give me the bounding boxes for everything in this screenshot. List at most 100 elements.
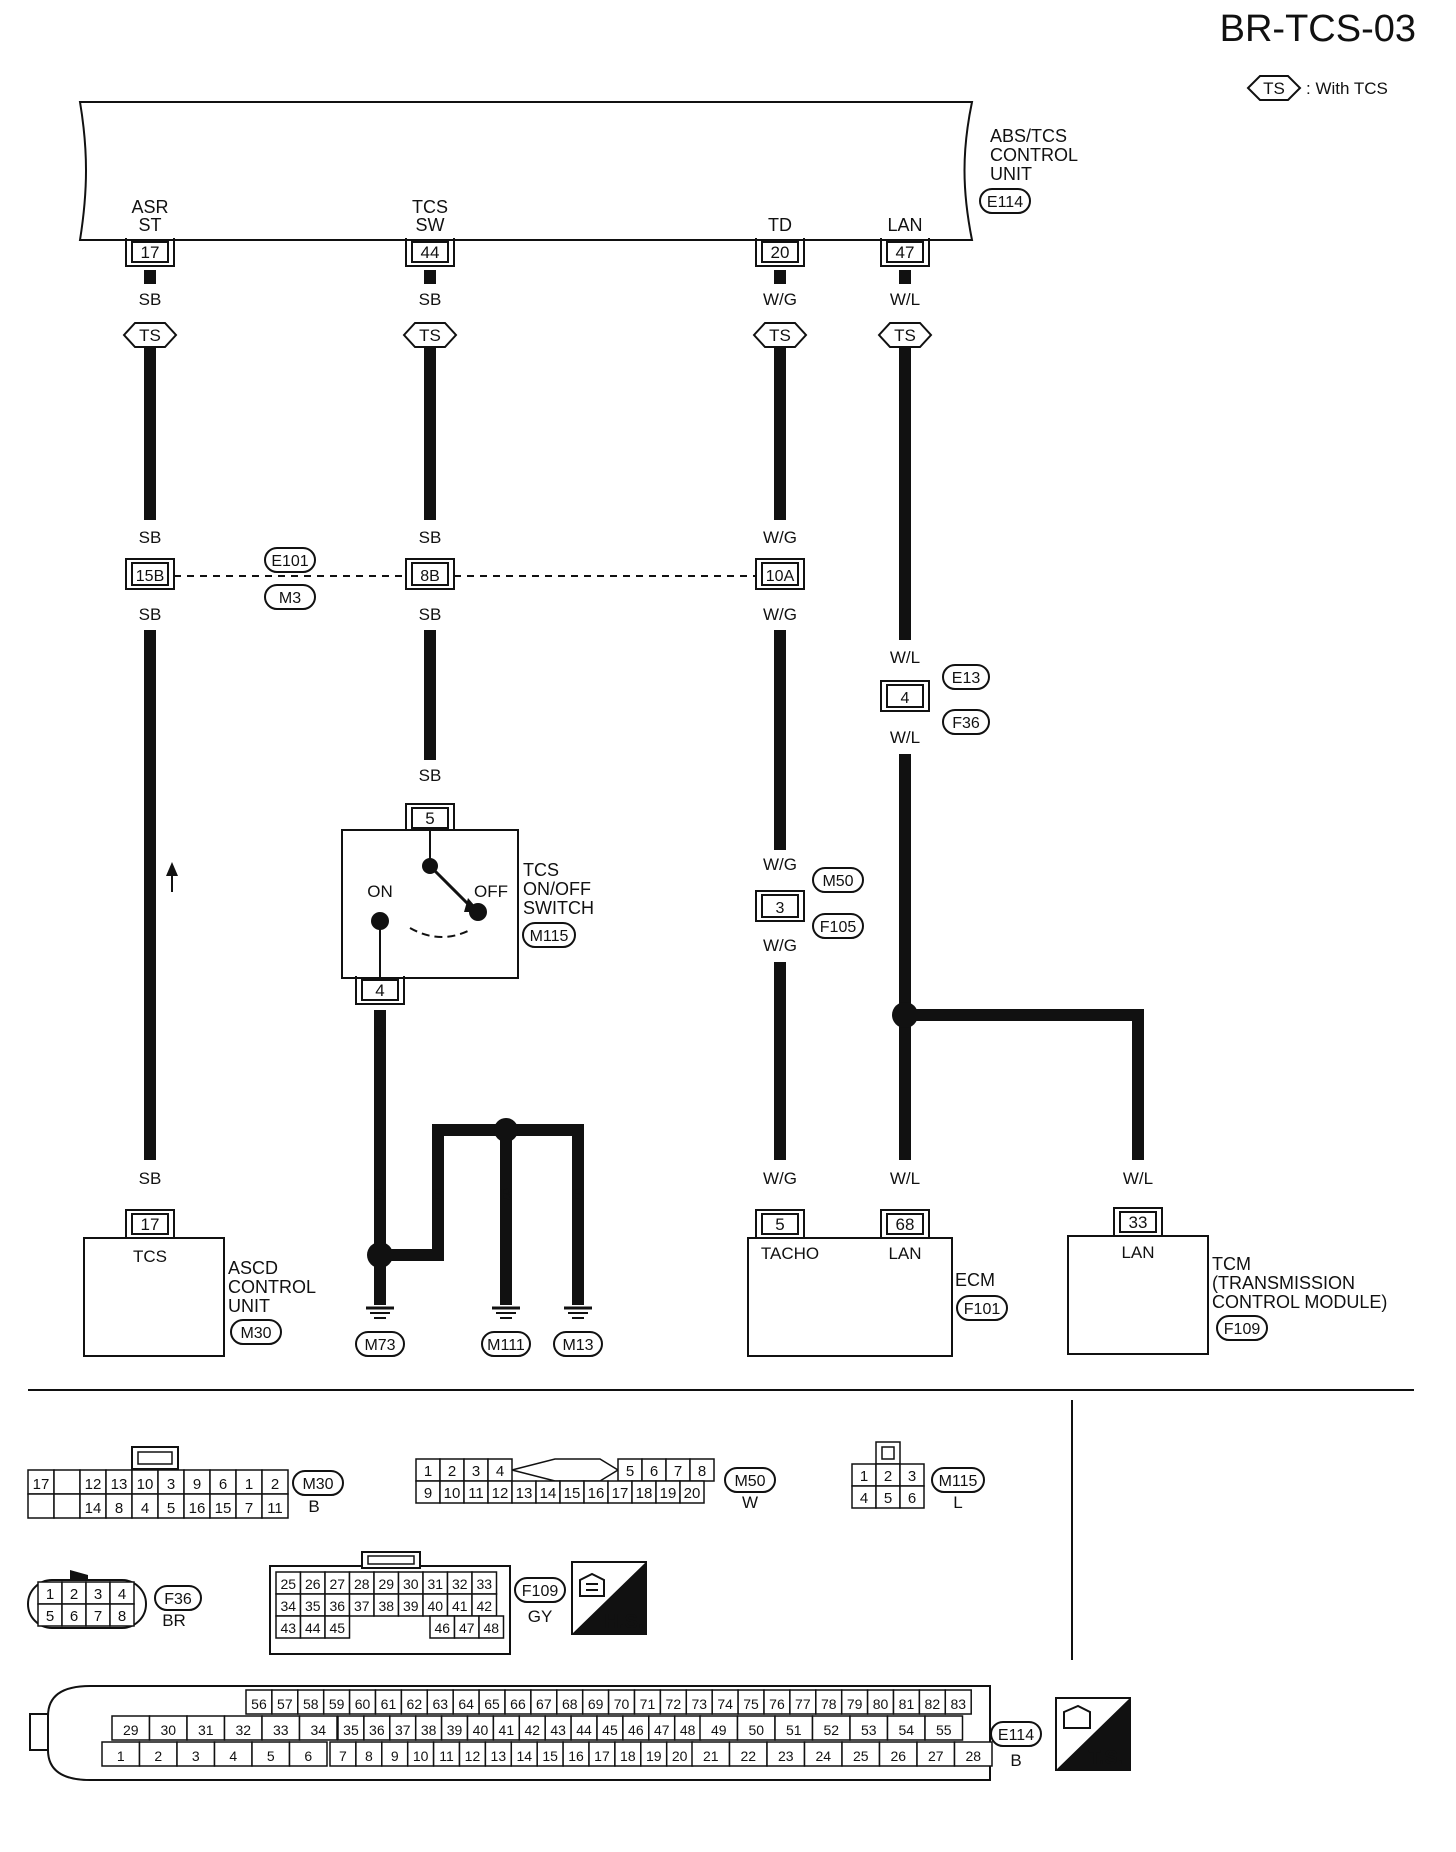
ground-connector-outline (481, 1331, 531, 1357)
legend-ts-icon (1246, 75, 1302, 101)
e114-cell (849, 1715, 889, 1741)
e114-pin: 3 (192, 1748, 200, 1764)
hs-connector-icon (579, 1572, 605, 1597)
e114-cell (298, 1715, 338, 1741)
f109-pin: 46 (434, 1620, 450, 1636)
e114-pin: 18 (620, 1748, 636, 1764)
e114-cell (570, 1715, 598, 1741)
terminal-pin-bracket (880, 238, 930, 267)
ascd-pin-box (131, 1213, 169, 1235)
e114-pin: 9 (391, 1748, 399, 1764)
e114-cell (322, 1689, 351, 1715)
ascd-pin-bracket (125, 1209, 175, 1240)
m30-latch-inner (137, 1451, 173, 1465)
e114-cell (728, 1741, 768, 1767)
m30-cell (209, 1493, 237, 1519)
e114-cell (866, 1689, 895, 1715)
f109-pin: 45 (329, 1620, 345, 1636)
ts-connector-icon (1063, 1704, 1091, 1729)
m50-connector-id: M50 (734, 1473, 765, 1490)
wire-color: B (572, 1185, 583, 1204)
terminal-pin-box (761, 241, 799, 263)
switch-pin-bottom: 4 (375, 981, 384, 1000)
abs-unit-name: ABS/TCS (990, 126, 1067, 146)
m30-pin: 1 (245, 1476, 253, 1493)
m50-pin: 8 (698, 1463, 706, 1480)
m50-pin: 2 (448, 1463, 456, 1480)
ascd-name: UNIT (228, 1296, 270, 1316)
ts-badge-label: TS (769, 326, 791, 345)
wire-color: B (374, 1022, 385, 1041)
e114-pin: 62 (407, 1696, 423, 1712)
e114-pin: 60 (355, 1696, 371, 1712)
ts-badge-label: TS (139, 326, 161, 345)
abs-unit-name: CONTROL (990, 145, 1078, 165)
m30-pin: 9 (193, 1476, 201, 1493)
e114-pin: 31 (198, 1722, 214, 1738)
f109-pin: 31 (427, 1576, 443, 1592)
e114-pin: 48 (680, 1722, 696, 1738)
m50-pin: 5 (626, 1463, 634, 1480)
m30-pin: 8 (115, 1500, 123, 1517)
wire-color: W/L (890, 648, 920, 667)
e114-cell (953, 1741, 993, 1767)
f109-pin: 25 (280, 1576, 296, 1592)
ground-connector: M111 (487, 1337, 525, 1354)
e114-pin: 75 (743, 1696, 759, 1712)
e114-pin: 42 (524, 1722, 540, 1738)
harness-connector-id: E101 (271, 553, 308, 570)
legend-badge-label: TS (1263, 79, 1285, 98)
f36-cell (109, 1603, 135, 1627)
e114-pin: 45 (602, 1722, 618, 1738)
e114-pin: 63 (432, 1696, 448, 1712)
terminal-name: SW (416, 215, 445, 235)
inline-connector-id-outline (942, 664, 990, 690)
e114-pin: 28 (965, 1748, 981, 1764)
m30-pin: 2 (271, 1476, 279, 1493)
page-code: BR-TCS-03 (1219, 8, 1416, 50)
e114-pin: 7 (339, 1748, 347, 1764)
e114-pin: 34 (310, 1722, 326, 1738)
m50-pin: 7 (674, 1463, 682, 1480)
e114-pin: 51 (786, 1722, 802, 1738)
e114-pin: 46 (628, 1722, 644, 1738)
tcm-connector-outline (1216, 1315, 1268, 1341)
e114-pin: 16 (568, 1748, 584, 1764)
f109-pin: 39 (403, 1598, 419, 1614)
e114-cell (673, 1715, 702, 1741)
wire-color: B (374, 1185, 385, 1204)
ecm-terminal-label: TACHO (761, 1244, 819, 1263)
inline-connector-id: E13 (952, 670, 981, 687)
e114-pin: 82 (925, 1696, 941, 1712)
m50-pin: 15 (564, 1485, 581, 1502)
wire-color: SB (419, 605, 442, 624)
switch-name: ON/OFF (523, 879, 591, 899)
e114-cell (261, 1715, 301, 1741)
f109-pin: 38 (378, 1598, 394, 1614)
e114-pin: 77 (795, 1696, 811, 1712)
m30-cell (53, 1469, 81, 1495)
hs-badge-label: H.S. (605, 1611, 644, 1633)
e114-pin: 66 (510, 1696, 526, 1712)
abs-unit-connector-outline (979, 188, 1031, 214)
e114-pin: 26 (890, 1748, 906, 1764)
e114-cell (944, 1689, 972, 1715)
m50-color: W (742, 1493, 758, 1512)
e114-pin: 8 (365, 1748, 373, 1764)
inline-connector-id: F105 (820, 919, 857, 936)
e114-cell (815, 1689, 843, 1715)
ts-badge-label: TS (894, 326, 916, 345)
m30-cell (261, 1469, 289, 1495)
terminal-pin-bracket (405, 238, 455, 267)
e114-cell (622, 1715, 650, 1741)
e114-pin: 37 (395, 1722, 411, 1738)
f36-pin: 7 (94, 1608, 102, 1625)
e114-pin: 4 (229, 1748, 237, 1764)
m30-cell (183, 1493, 211, 1519)
m30-cell (157, 1493, 185, 1519)
e114-pin: 80 (873, 1696, 889, 1712)
ascd-name: CONTROL (228, 1277, 316, 1297)
abs-unit-name: UNIT (990, 164, 1032, 184)
m30-color: B (308, 1497, 319, 1516)
inline-connector-id: M50 (822, 873, 853, 890)
